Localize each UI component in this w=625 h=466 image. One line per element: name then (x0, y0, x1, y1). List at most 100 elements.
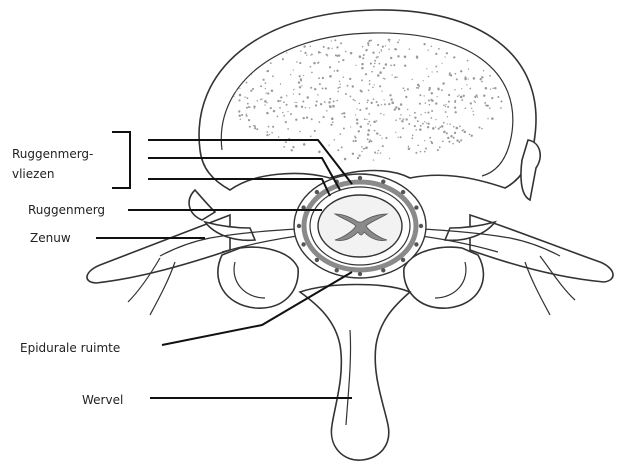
stipple-dot (323, 116, 325, 118)
meninges-bracket (112, 132, 130, 188)
stipple-dot (360, 90, 362, 92)
stipple-dot (356, 108, 357, 109)
stipple-dot (349, 78, 351, 80)
stipple-dot (342, 59, 344, 61)
stipple-dot (296, 61, 297, 62)
stipple-dot (395, 76, 397, 78)
epidural-dot (401, 258, 405, 262)
stipple-dot (360, 125, 363, 128)
stipple-dot (355, 137, 357, 139)
stipple-dot (369, 80, 371, 82)
stipple-dot (431, 110, 433, 112)
stipple-dot (268, 126, 270, 128)
stipple-dot (320, 52, 321, 53)
stipple-dot (416, 87, 417, 88)
stipple-dot (464, 76, 466, 78)
stipple-dot (305, 107, 307, 109)
stipple-dot (265, 88, 266, 89)
stipple-dot (470, 102, 472, 104)
stipple-dot (456, 78, 458, 80)
stipple-dot (431, 117, 433, 119)
stipple-dot (439, 126, 441, 128)
stipple-dot (448, 141, 450, 143)
stipple-dot (445, 111, 447, 113)
stipple-dot (473, 77, 476, 80)
stipple-dot (298, 81, 300, 83)
stipple-dot (394, 48, 396, 50)
stipple-dot (374, 60, 376, 62)
stipple-dot (445, 104, 446, 105)
stipple-dot (405, 96, 407, 98)
stipple-dot (369, 139, 371, 141)
stipple-dot (334, 70, 335, 71)
stipple-dot (473, 114, 475, 116)
stipple-dot (500, 107, 502, 109)
stipple-dot (474, 101, 476, 103)
epidural-dot (414, 242, 418, 246)
stipple-dot (455, 100, 457, 102)
stipple-dot (381, 50, 382, 51)
stipple-dot (301, 85, 302, 86)
epidural-dot (301, 242, 305, 246)
stipple-dot (478, 126, 480, 128)
stipple-dot (303, 75, 304, 76)
stipple-dot (334, 39, 336, 41)
stipple-dot (246, 82, 248, 84)
stipple-dot (485, 105, 487, 107)
stipple-dot (282, 112, 284, 114)
stipple-dot (331, 48, 332, 49)
stipple-dot (286, 95, 288, 97)
stipple-dot (247, 103, 249, 105)
stipple-dot (400, 103, 403, 106)
stipple-dot (266, 134, 268, 136)
stipple-dot (299, 86, 301, 88)
stipple-dot (295, 119, 297, 121)
stipple-dot (453, 56, 455, 58)
stipple-dot (456, 139, 458, 141)
spinous-process (300, 285, 410, 461)
stipple-dot (306, 54, 307, 55)
stipple-dot (455, 111, 457, 113)
stipple-dot (368, 141, 370, 143)
stipple-dot (454, 106, 456, 108)
stipple-dot (435, 119, 436, 120)
stipple-dot (382, 46, 384, 48)
stipple-dot (450, 74, 452, 76)
label-meninges-line2: vliezen (12, 167, 54, 181)
stipple-dot (377, 44, 379, 46)
stipple-dot (394, 108, 396, 110)
stipple-dot (443, 104, 445, 106)
stipple-dot (266, 93, 267, 94)
stipple-dot (341, 113, 343, 115)
stipple-dot (339, 133, 341, 135)
stipple-dot (336, 70, 338, 72)
stipple-dot (364, 118, 366, 120)
stipple-dot (431, 46, 433, 48)
stipple-dot (457, 96, 459, 98)
stipple-dot (376, 57, 378, 59)
stipple-dot (251, 74, 252, 75)
stipple-dot (408, 146, 410, 148)
stipple-dot (417, 145, 419, 147)
stipple-dot (447, 123, 448, 124)
stipple-dot (241, 114, 243, 116)
stipple-dot (367, 42, 369, 44)
stipple-dot (389, 94, 391, 96)
stipple-dot (340, 42, 342, 44)
stipple-dot (336, 100, 338, 102)
stipple-dot (256, 128, 258, 130)
label-spinal-cord: Ruggenmerg (28, 203, 105, 217)
stipple-dot (458, 94, 459, 95)
stipple-dot (318, 77, 320, 79)
stipple-dot (355, 65, 356, 66)
stipple-dot (326, 54, 328, 56)
stipple-dot (319, 83, 321, 85)
stipple-dot (379, 52, 380, 53)
stipple-dot (313, 62, 315, 64)
stipple-dot (358, 154, 360, 156)
stipple-dot (372, 86, 374, 88)
stipple-dot (238, 111, 240, 113)
stipple-dot (376, 120, 378, 122)
stipple-dot (271, 132, 273, 134)
stipple-dot (320, 103, 322, 105)
